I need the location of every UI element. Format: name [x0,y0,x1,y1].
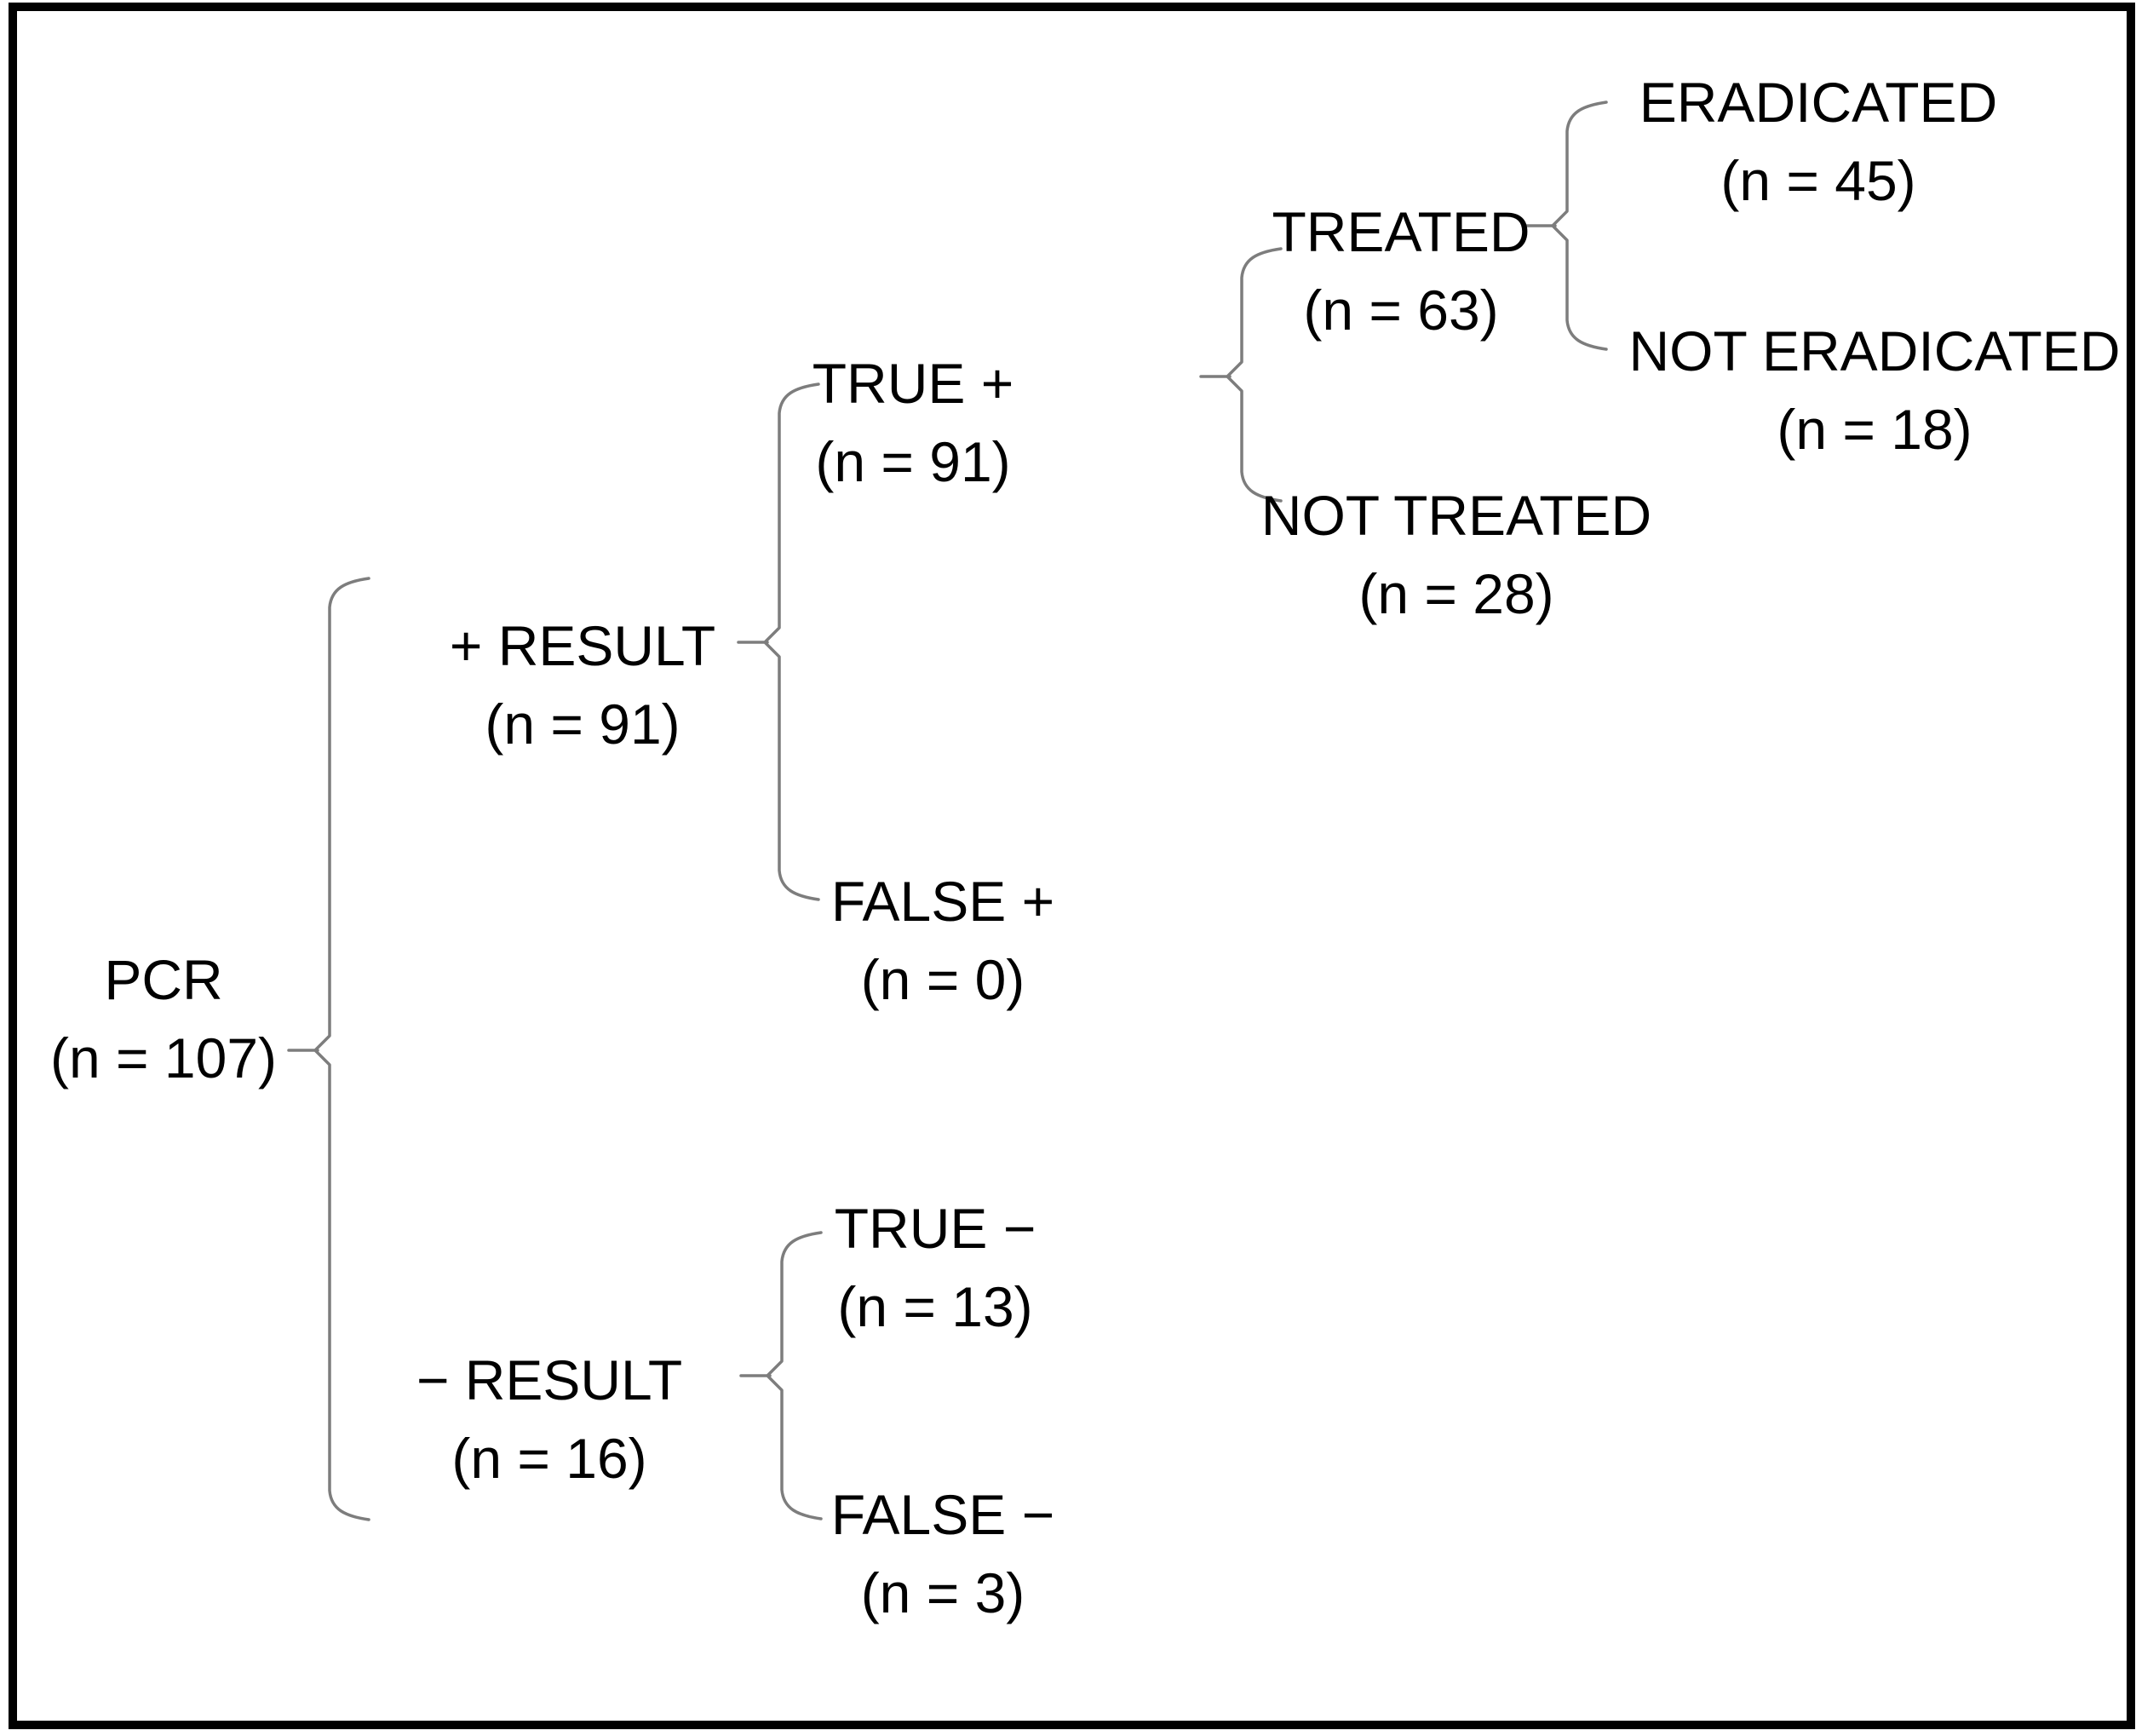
node-true-neg: TRUE − (n = 13) [835,1189,1036,1346]
brace-true-pos [1199,247,1283,503]
node-neg-result-label: − RESULT [416,1348,683,1411]
node-not-treated-count: (n = 28) [1358,562,1554,625]
node-true-pos: TRUE + (n = 91) [812,344,1014,501]
node-pcr-count: (n = 107) [50,1026,277,1089]
brace-treated [1524,101,1608,351]
node-neg-result-count: (n = 16) [451,1427,647,1490]
node-false-neg-count: (n = 3) [860,1561,1025,1624]
node-false-pos-label: FALSE + [830,870,1055,933]
node-not-treated: NOT TREATED (n = 28) [1261,476,1651,633]
node-pos-result-label: + RESULT [449,614,716,677]
node-eradicated-label: ERADICATED [1639,71,1998,134]
brace-neg-result [739,1231,823,1520]
node-true-pos-count: (n = 91) [815,430,1011,493]
node-true-pos-label: TRUE + [812,352,1014,415]
node-true-neg-count: (n = 13) [837,1275,1033,1338]
node-pos-result: + RESULT (n = 91) [450,606,715,763]
node-treated: TREATED (n = 63) [1272,193,1530,349]
node-neg-result: − RESULT (n = 16) [416,1341,682,1497]
node-eradicated: ERADICATED (n = 45) [1639,63,1998,220]
node-pcr: PCR (n = 107) [50,940,277,1097]
node-not-treated-label: NOT TREATED [1260,484,1652,547]
node-not-eradicated-label: NOT ERADICATED [1628,319,2121,382]
node-treated-count: (n = 63) [1303,279,1499,342]
node-true-neg-label: TRUE − [834,1197,1036,1260]
node-false-pos-count: (n = 0) [860,948,1025,1011]
node-pcr-label: PCR [104,948,223,1011]
node-treated-label: TREATED [1272,200,1530,263]
node-false-neg-label: FALSE − [830,1483,1055,1546]
node-false-pos: FALSE + (n = 0) [831,862,1054,1019]
node-not-eradicated-count: (n = 18) [1777,398,1972,461]
node-pos-result-count: (n = 91) [485,693,680,756]
node-false-neg: FALSE − (n = 3) [831,1475,1054,1632]
node-not-eradicated: NOT ERADICATED (n = 18) [1629,312,2121,468]
node-eradicated-count: (n = 45) [1720,149,1916,212]
brace-pcr [287,577,370,1521]
brace-pos-result [737,382,820,901]
